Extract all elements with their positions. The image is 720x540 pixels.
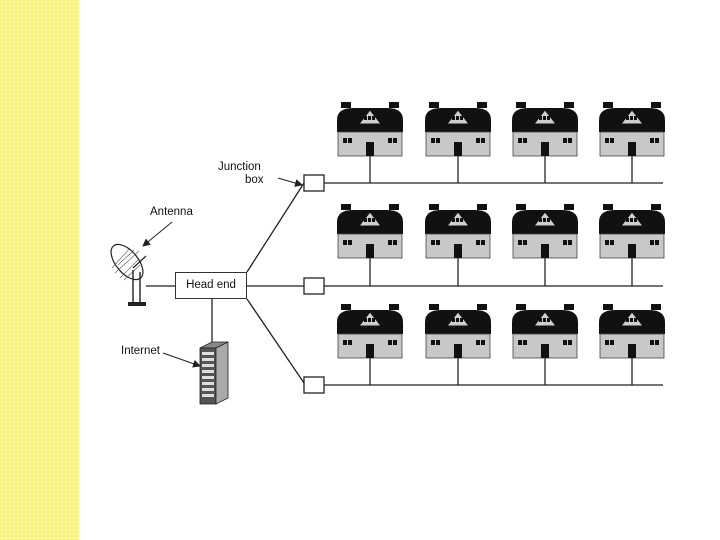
head-end-label: Head end (186, 279, 236, 291)
house-icon (598, 203, 666, 259)
junction-box-label-line1: Junction (218, 161, 261, 173)
head-end-box: Head end (175, 272, 247, 299)
drop-lines (369, 156, 633, 385)
house-icon (511, 101, 579, 157)
trunk-line-top (246, 182, 305, 273)
trunk-line-bottom (246, 298, 305, 384)
house-icon (424, 303, 492, 359)
decorative-side-strip (0, 0, 79, 540)
house-icon (511, 303, 579, 359)
house-icon (424, 203, 492, 259)
arrow-junction (277, 177, 303, 187)
satellite-dish-icon (110, 243, 175, 306)
house-icon (336, 303, 404, 359)
junction-box-icon (303, 174, 325, 192)
house-icon (336, 203, 404, 259)
junction-box-icon (303, 277, 325, 295)
arrow-antenna (142, 221, 173, 247)
house-icon (336, 101, 404, 157)
house-icon (511, 203, 579, 259)
house-icon (598, 303, 666, 359)
internet-label: Internet (121, 345, 160, 357)
junction-box-icon (303, 376, 325, 394)
server-rack-icon (199, 299, 229, 405)
house-icon (598, 101, 666, 157)
house-icon (424, 101, 492, 157)
antenna-label: Antenna (150, 206, 193, 218)
arrow-internet (162, 352, 201, 368)
junction-box-label-line2: box (245, 174, 264, 186)
